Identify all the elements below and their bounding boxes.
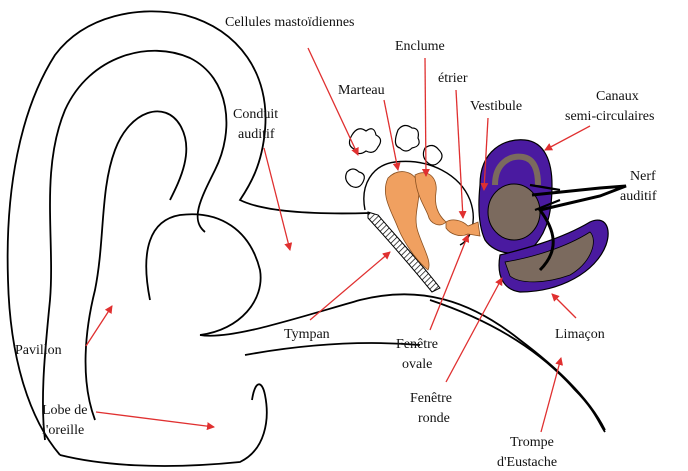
mastoid-cell <box>346 169 365 187</box>
arrow-limacon <box>552 294 576 318</box>
vestibule-body <box>488 184 540 240</box>
label-fenetre-ronde-line1: Fenêtre <box>410 391 452 406</box>
ossicles <box>385 172 480 270</box>
canal-lower <box>245 343 420 355</box>
label-fenetre-ronde-line2: ronde <box>418 411 450 426</box>
label-marteau: Marteau <box>338 83 385 98</box>
arrow-conduit <box>264 148 290 250</box>
label-nerf-line2: auditif <box>620 189 657 204</box>
lobe <box>60 384 267 466</box>
arrow-trompe <box>541 358 561 432</box>
antihelix <box>86 111 187 420</box>
label-fenetre-ovale-line1: Fenêtre <box>396 337 438 352</box>
label-lobe-line1: Lobe de <box>42 403 87 418</box>
label-fenetre-ovale-line2: ovale <box>402 357 432 372</box>
inner-ear <box>479 140 626 292</box>
label-enclume: Enclume <box>395 39 445 54</box>
arrow-tympan <box>310 252 390 320</box>
label-trompe-line1: Trompe <box>510 435 554 450</box>
arrow-canaux <box>545 126 590 150</box>
arrow-fenetre-ronde <box>446 278 502 382</box>
arrow-etrier <box>456 90 463 218</box>
label-etrier: étrier <box>438 71 468 86</box>
label-cellules: Cellules mastoïdiennes <box>225 15 354 30</box>
label-pavillon: Pavillon <box>15 343 62 358</box>
etrier-bone <box>446 220 480 236</box>
arrow-cellules <box>308 48 358 155</box>
label-vestibule: Vestibule <box>470 99 522 114</box>
label-nerf-line1: Nerf <box>630 169 656 184</box>
label-lobe-line2: l'oreille <box>42 423 84 438</box>
mastoid-cell <box>349 129 380 154</box>
label-conduit-line2: auditif <box>238 127 275 142</box>
concha <box>146 214 260 335</box>
enclume-bone <box>415 173 446 225</box>
pinna-outline <box>8 11 370 455</box>
label-tympan: Tympan <box>284 327 330 342</box>
mastoid-cell <box>395 125 419 151</box>
label-canaux-line1: Canaux <box>596 89 639 104</box>
arrow-lobe <box>96 412 214 427</box>
label-limacon: Limaçon <box>555 327 605 342</box>
label-trompe-line2: d'Eustache <box>497 455 557 470</box>
eustachian-tube <box>430 300 605 432</box>
label-canaux-line2: semi-circulaires <box>565 109 654 124</box>
helix-inner <box>43 51 226 440</box>
label-conduit-line1: Conduit <box>233 107 278 122</box>
